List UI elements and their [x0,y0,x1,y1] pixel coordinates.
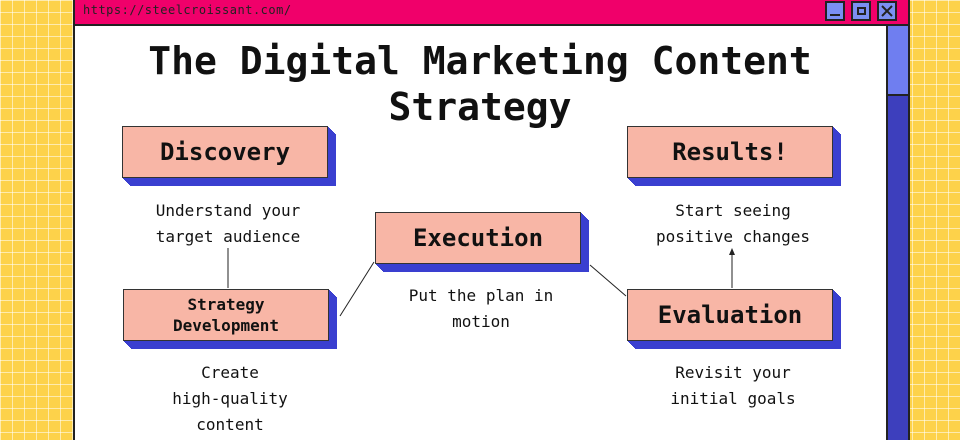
desc-line: initial goals [670,389,796,408]
stage-results-description: Start seeing positive changes [618,198,848,250]
connector-strategy-execution [339,261,375,317]
desc-line: Understand your [155,201,301,220]
maximize-button[interactable] [851,1,871,21]
url-text: https://steelcroissant.com/ [83,3,292,17]
desc-line: Put the plan in [408,286,554,305]
desc-line: motion [452,312,510,331]
desc-line: Start seeing [675,201,791,220]
stage-execution-box: Execution [375,212,581,264]
close-icon [881,5,893,17]
stage-evaluation-label: Evaluation [657,301,803,329]
stage-strategy-description: Create high-quality content [115,360,345,438]
title-bar: https://steelcroissant.com/ [75,0,908,26]
vertical-scrollbar[interactable] [886,26,908,440]
minimize-icon [830,14,840,16]
maximize-icon [856,7,866,15]
browser-window: https://steelcroissant.com/ The Digital … [73,0,910,440]
stage-strategy-label-line: Development [173,316,279,335]
stage-evaluation-box: Evaluation [627,289,833,341]
desc-line: high-quality [172,389,288,408]
stage-evaluation-description: Revisit your initial goals [618,360,848,412]
stage-execution-description: Put the plan in motion [366,283,596,335]
connector-lines [227,248,735,317]
stage-discovery-label: Discovery [159,138,291,166]
connector-execution-evaluation [589,264,627,297]
desc-line: target audience [155,227,301,246]
scrollbar-thumb[interactable] [888,26,908,96]
stage-execution-label: Execution [412,224,544,252]
desc-line: Revisit your [675,363,791,382]
stage-strategy-label-line: Strategy [187,295,265,314]
stage-discovery-description: Understand your target audience [113,198,343,250]
stage-strategy-box: Strategy Development [123,289,329,341]
desc-line: positive changes [655,227,811,246]
arrowhead-up-icon [729,248,735,255]
minimize-button[interactable] [825,1,845,21]
stage-results-label: Results! [672,138,788,166]
stage-results-box: Results! [627,126,833,178]
desc-line: Create [201,363,259,382]
stage-discovery-box: Discovery [122,126,328,178]
desc-line: content [196,415,264,434]
page-title: The Digital Marketing Content Strategy [148,39,812,129]
close-button[interactable] [877,1,897,21]
